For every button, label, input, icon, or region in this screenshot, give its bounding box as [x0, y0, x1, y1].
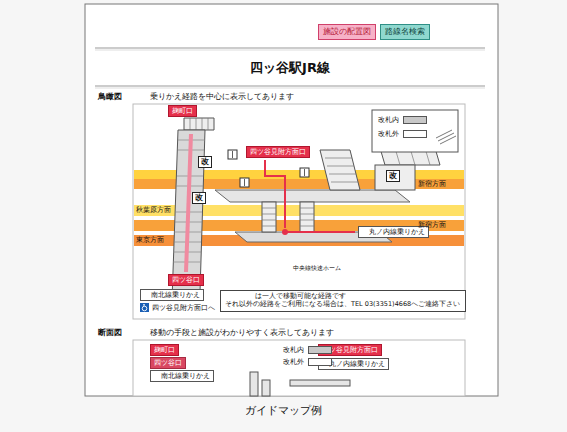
direction-label: 秋葉原方面: [136, 206, 171, 214]
ticket-gate-text: 改: [201, 157, 209, 167]
exit-tag-text: 麹町口: [172, 107, 193, 115]
nav-button: 施設の配置図: [318, 24, 376, 40]
section-description: 乗りかえ経路を中心に表示してあります: [150, 92, 294, 102]
legend-item: 改札内: [378, 116, 427, 124]
nav-button-text: 施設の配置図: [323, 27, 371, 37]
exit-tag-text: 四ツ谷口: [172, 276, 200, 284]
ticket-gate-text: 改: [195, 193, 203, 203]
page-title: 四ッ谷駅JR線: [250, 60, 330, 76]
legend-swatch: [403, 130, 427, 138]
legend-text: 改札内: [283, 346, 304, 354]
exit-tag: 麹町口: [168, 105, 197, 117]
note-box: は一人で移動可能な経路ですそれ以外の経路をご利用になる場合は、TEL 03(33…: [220, 290, 466, 312]
figure-caption: ガイドマップ例: [245, 404, 322, 417]
exit-tag-text: 麹町口: [154, 346, 175, 354]
direction-label: 東京方面: [136, 236, 164, 244]
nav-button-text: 路線名検索: [385, 27, 425, 37]
legend-text: 改札外: [283, 358, 304, 366]
transfer-box-text: 丸ノ内線乗りかえ: [369, 228, 425, 236]
note-box-text: は一人で移動可能な経路です: [225, 293, 461, 301]
transfer-box-text: 丸ノ内線乗りかえ: [329, 360, 385, 368]
section-heading: 断面図: [98, 328, 122, 338]
exit-tag: 四ツ谷見附方面口: [246, 146, 310, 158]
ticket-gate: 改: [198, 156, 212, 168]
section-heading: 鳥瞰図: [98, 92, 122, 102]
direction-label: 新宿方面: [418, 221, 446, 229]
exit-tag-text: 四ツ谷見附方面口: [250, 148, 306, 156]
legend-swatch: [403, 116, 427, 124]
legend-swatch: [308, 346, 332, 354]
exit-tag: 四ツ谷口: [150, 357, 186, 369]
legend-item: 改札外: [283, 358, 332, 366]
platform-label: 中央線快速ホーム: [292, 264, 342, 271]
legend-text: 改札内: [378, 116, 399, 124]
transfer-box: 南北線乗りかえ: [140, 289, 204, 301]
transfer-box-text: 南北線乗りかえ: [151, 291, 200, 299]
exit-tag-text: 四ツ谷口: [154, 359, 182, 367]
transfer-box-text: 南北線乗りかえ: [161, 372, 210, 380]
legend-text: 改札外: [378, 130, 399, 138]
legend-swatch: [308, 358, 332, 366]
note-box-text: それ以外の経路をご利用になる場合は、TEL 03(3351)4668へご連絡下さ…: [225, 301, 461, 309]
exit-tag: 四ツ谷口: [168, 274, 204, 286]
direction-label: 新宿方面: [418, 180, 446, 188]
legend-item: 改札外: [378, 130, 427, 138]
ticket-gate: 改: [192, 192, 206, 204]
accessible-exit-label: 四ツ谷見附方面口へ: [152, 304, 215, 312]
section-description: 移動の手段と施設がわかりやすく表示してあります: [150, 328, 334, 338]
legend-item: 改札内: [283, 346, 332, 354]
ticket-gate-text: 改: [389, 171, 397, 181]
ticket-gate: 改: [386, 170, 400, 182]
exit-tag: 麹町口: [150, 344, 179, 356]
nav-button: 路線名検索: [380, 24, 430, 40]
transfer-box: 南北線乗りかえ: [150, 370, 214, 382]
